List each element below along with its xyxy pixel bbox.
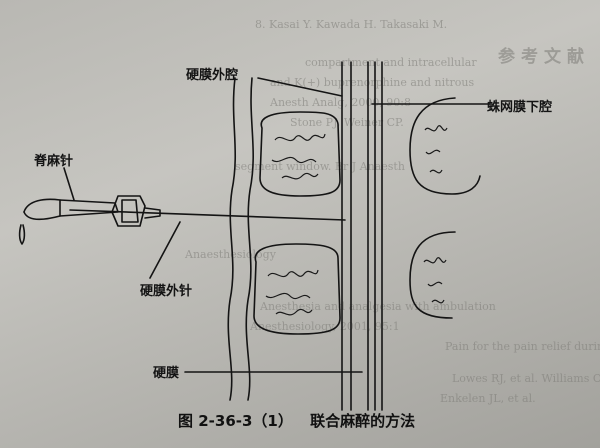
leader-spinal-needle <box>63 167 75 201</box>
vertebra-lower <box>253 243 341 335</box>
figure-number: 图 2-36-3（1） <box>178 412 293 430</box>
tissue-left-boundary <box>227 77 236 401</box>
spinal-needle-shaft <box>69 209 346 221</box>
nerve-texture <box>271 133 326 180</box>
ref-line: Anesthesia and analgesia with ambulation <box>260 300 496 313</box>
nerve-texture <box>265 269 319 316</box>
ref-line: compartment and intracellular <box>305 56 477 69</box>
label-subarachnoid-space: 蛛网膜下腔 <box>487 100 553 115</box>
epidural-needle-tube <box>59 199 119 217</box>
vertebra-upper <box>259 111 341 197</box>
ref-line: 8. Kasai Y. Kawada H. Takasaki M. <box>255 18 448 31</box>
ref-line: Pain for the pain relief during labour <box>445 340 600 353</box>
fluid-drop <box>18 224 26 245</box>
needle-hub <box>111 195 146 227</box>
nerve-texture <box>424 125 448 174</box>
ref-line: Anaesthesiology <box>185 248 276 261</box>
spinal-needle-handle-bottom <box>23 211 61 221</box>
figure-caption: 图 2-36-3（1） 联合麻醉的方法 <box>178 410 427 431</box>
page-header: 参考文献 <box>498 47 590 67</box>
nerve-root-upper <box>409 97 481 195</box>
needle-hub-inner <box>121 199 139 223</box>
ref-line: Anesthesiology, 2001, 95:1 <box>250 320 400 333</box>
ref-line: Lowes RJ, et al. Williams Ob. <box>452 372 600 385</box>
ref-line: and K(+) buprenorphine and nitrous <box>270 76 475 89</box>
label-epidural-space: 硬膜外腔 <box>186 68 239 83</box>
spinal-needle-handle <box>23 198 61 213</box>
needle-tip-taper <box>144 207 161 219</box>
figure-title: 联合麻醉的方法 <box>310 412 416 430</box>
label-epidural-needle: 硬膜外针 <box>140 284 193 299</box>
leader-epidural-space <box>257 77 343 97</box>
nerve-root-lower <box>409 231 456 319</box>
label-dura: 硬膜 <box>153 366 180 381</box>
ref-line: Enkelen JL, et al. <box>440 392 536 405</box>
ref-line: segment window. Br J Anaesth <box>235 160 405 173</box>
label-spinal-needle: 脊麻针 <box>34 154 74 169</box>
leader-epidural-needle <box>149 221 181 279</box>
nerve-texture <box>423 257 447 304</box>
tissue-right-boundary <box>245 77 254 401</box>
